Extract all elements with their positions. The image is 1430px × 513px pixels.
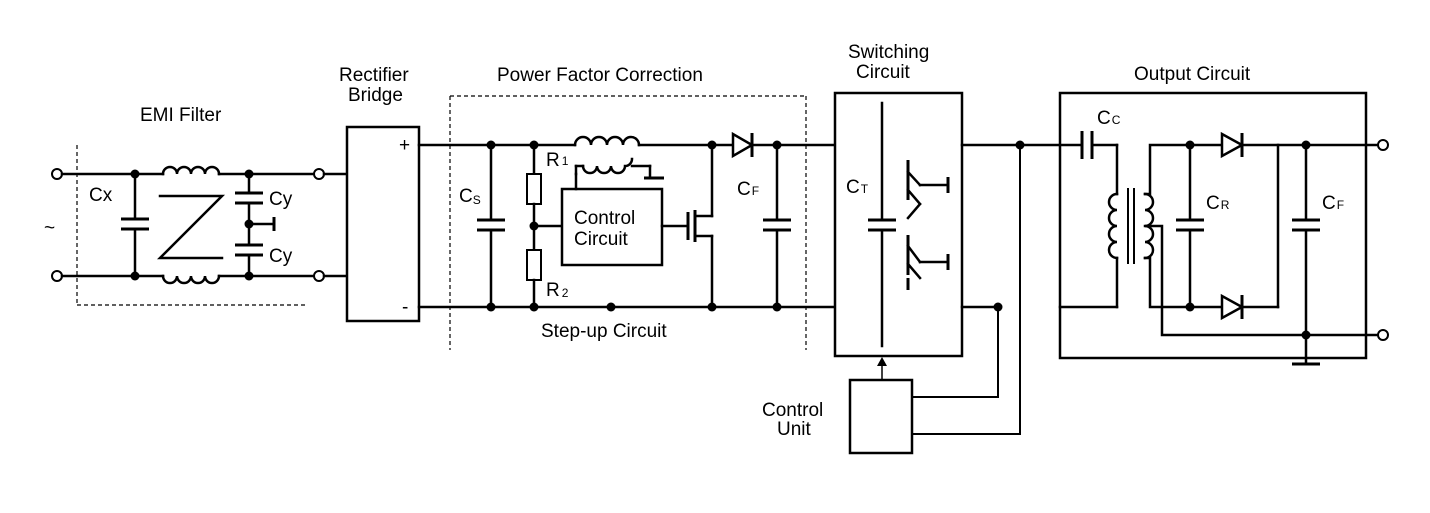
- junction-cf2-top: [1301, 140, 1311, 150]
- transistor-top-emitter: [906, 188, 922, 206]
- pfc-control-circuit-line2: Circuit: [574, 229, 629, 250]
- output-terminal-negative: [1377, 329, 1389, 341]
- transistor-bottom-emitter: [906, 262, 922, 280]
- cs-label-sub: S: [473, 193, 481, 207]
- cr-label-sub: R: [1221, 198, 1230, 212]
- junction-mosfet-drain: [707, 140, 717, 150]
- sense-wire-bottom: [912, 307, 999, 398]
- r2-label-main: R: [546, 280, 560, 301]
- cy-bottom-label: Cy: [269, 246, 293, 267]
- emi-filter-title: EMI Filter: [140, 105, 222, 126]
- transistor-bottom-collector: [906, 244, 922, 264]
- pfc-control-circuit-box: [560, 187, 664, 267]
- junction-cf2-bottom: [1301, 330, 1311, 340]
- control-unit-line1: Control: [762, 400, 823, 421]
- control-unit-line2: Unit: [777, 419, 812, 440]
- emi-output-terminal-top: [313, 168, 325, 180]
- cf2-label-main: C: [1322, 193, 1336, 214]
- pfc-control-circuit-line1: Control: [574, 208, 635, 229]
- switching-title-line2: Circuit: [856, 62, 911, 83]
- output-terminal-positive: [1377, 139, 1389, 151]
- junction-cy-top: [244, 169, 254, 179]
- cs-label: CS: [459, 186, 481, 207]
- pfc-title: Power Factor Correction: [497, 65, 703, 86]
- cc-label: CC: [1097, 108, 1121, 129]
- cr-label: CR: [1206, 193, 1230, 214]
- ac-input-terminal-top: [51, 168, 63, 180]
- junction-cx-bottom: [130, 271, 140, 281]
- ct-label: CT: [846, 177, 869, 198]
- junction-r1-top: [529, 140, 539, 150]
- transformer-primary: [1107, 192, 1119, 260]
- r1-label-sub: 1: [562, 154, 569, 168]
- junction-cr-top: [1185, 140, 1195, 150]
- emi-output-terminal-bottom: [313, 270, 325, 282]
- junction-cr-bottom: [1185, 302, 1195, 312]
- pfc-block: Power Factor Correction Step-up Circuit …: [417, 65, 837, 350]
- switching-circuit: Switching Circuit CT: [833, 42, 1062, 380]
- rectifier-title-line1: Rectifier: [339, 65, 409, 86]
- output-diode-top: [1220, 131, 1245, 159]
- cy-top-label: Cy: [269, 189, 293, 210]
- junction-cy-bottom: [244, 271, 254, 281]
- rectifier-minus-sign: -: [402, 297, 408, 318]
- transistor-link: [906, 202, 922, 220]
- transistor-top-collector: [906, 170, 922, 187]
- emi-filter: ~ Cx Cy Cy: [44, 105, 349, 306]
- ct-label-sub: T: [861, 182, 869, 196]
- common-mode-choke-top: [161, 165, 221, 176]
- common-mode-choke-bottom: [161, 274, 221, 285]
- boost-diode: [731, 131, 755, 159]
- r1-resistor: [526, 173, 542, 205]
- output-diode-bottom: [1220, 293, 1245, 321]
- control-signal-arrow: [877, 357, 887, 366]
- secondary-center-tap: [1143, 224, 1386, 337]
- junction-mosfet-source: [707, 302, 717, 312]
- r2-label-sub: 2: [562, 286, 569, 300]
- boost-inductor-auxiliary: [581, 157, 634, 175]
- rectifier-box: [345, 125, 421, 323]
- cf1-label-main: C: [737, 179, 751, 200]
- junction-cf1-top: [772, 140, 782, 150]
- rectifier-plus-sign: +: [399, 135, 410, 156]
- junction-cs-bottom: [486, 302, 496, 312]
- control-unit-box: [848, 378, 914, 455]
- switching-circuit-box: [833, 91, 964, 358]
- rectifier-bridge: Rectifier Bridge + -: [339, 65, 421, 323]
- cx-label: Cx: [89, 185, 113, 206]
- rectifier-title-line2: Bridge: [348, 85, 403, 106]
- junction-r2-bottom: [529, 302, 539, 312]
- control-unit: Control Unit: [762, 145, 1021, 455]
- output-circuit-title: Output Circuit: [1134, 64, 1251, 85]
- output-circuit: Output Circuit CC CR: [1058, 64, 1389, 366]
- cf1-label: CF: [737, 179, 759, 200]
- junction-control-ground: [606, 302, 616, 312]
- cf2-label-sub: F: [1337, 198, 1344, 212]
- sense-wire-top: [912, 145, 1021, 435]
- ac-input-terminal-bottom: [51, 270, 63, 282]
- cf1-label-sub: F: [752, 184, 759, 198]
- junction-cx-top: [130, 169, 140, 179]
- ct-label-main: C: [846, 177, 860, 198]
- cr-label-main: C: [1206, 193, 1220, 214]
- cf2-label: CF: [1322, 193, 1344, 214]
- switching-title-line1: Switching: [848, 42, 929, 63]
- junction-cf1-bottom: [772, 302, 782, 312]
- r2-resistor: [526, 249, 542, 281]
- step-up-label: Step-up Circuit: [541, 321, 667, 342]
- cs-label-main: C: [459, 186, 473, 207]
- cc-label-sub: C: [1112, 113, 1121, 127]
- junction-cs-top: [486, 140, 496, 150]
- cc-label-main: C: [1097, 108, 1111, 129]
- boost-inductor-primary: [573, 135, 641, 147]
- output-circuit-box: [1058, 91, 1368, 360]
- ac-source-symbol: ~: [44, 218, 55, 239]
- r1-label-main: R: [546, 150, 560, 171]
- choke-core-z: [156, 194, 226, 260]
